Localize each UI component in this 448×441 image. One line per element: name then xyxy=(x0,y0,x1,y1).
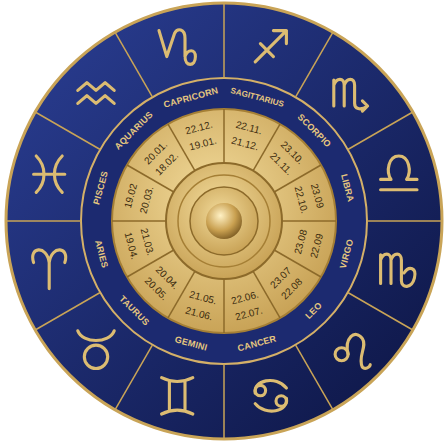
center-disc xyxy=(166,163,282,279)
libra-figure xyxy=(381,156,417,190)
sign-name: AQUARIUS xyxy=(113,110,154,151)
gemini-figure xyxy=(162,378,193,414)
date-label: 23.08 xyxy=(293,228,309,255)
sign-name: GEMINI xyxy=(174,335,208,352)
taurus-figure xyxy=(78,331,114,369)
outer-ring xyxy=(6,3,442,439)
date-label: 19.01. xyxy=(189,135,218,152)
leo-figure xyxy=(335,334,370,368)
cancer-figure xyxy=(255,380,287,411)
date-label: 23.09 xyxy=(309,183,325,210)
date-label: 21.05. xyxy=(189,290,218,307)
sagittarius-figure xyxy=(255,31,286,62)
sign-name: CAPRICORN xyxy=(163,87,220,110)
date-label: 21.12. xyxy=(230,135,259,152)
date-ring xyxy=(112,109,336,333)
date-label: 21.03. xyxy=(138,227,155,256)
capricorn-figure xyxy=(159,30,195,65)
date-label: 22.12. xyxy=(184,120,213,137)
date-label: 19.02 xyxy=(123,183,139,210)
sign-name: TAURUS xyxy=(118,294,151,327)
pisces-figure xyxy=(34,156,65,192)
sign-name: PISCES xyxy=(93,170,111,205)
date-label: 19.04. xyxy=(123,231,140,260)
date-label: 20.03. xyxy=(138,186,155,215)
date-label: 21.06. xyxy=(184,305,213,322)
aries-figure xyxy=(33,250,66,289)
aquarius-figure xyxy=(78,83,114,104)
sign-name: ARIES xyxy=(93,239,109,269)
sign-name: LIBRA xyxy=(339,173,355,203)
date-label: 22.11. xyxy=(234,120,263,137)
sign-name: VIRGO xyxy=(338,238,354,269)
sign-name: SAGITTARIUS xyxy=(229,87,284,109)
sign-name: SCORPIO xyxy=(295,113,332,150)
center-ring xyxy=(190,187,258,255)
scorpio-figure xyxy=(334,79,368,111)
date-label: 22.06. xyxy=(230,290,259,307)
sign-name: CANCER xyxy=(237,334,278,353)
center-ring xyxy=(178,175,270,267)
virgo-figure xyxy=(381,254,415,286)
center-sphere xyxy=(206,203,242,239)
date-label: 22.07. xyxy=(234,305,263,322)
sign-name: LEO xyxy=(304,301,324,321)
name-ring xyxy=(81,78,367,364)
date-label: 22.10. xyxy=(293,186,310,215)
sector-dividers xyxy=(6,3,442,439)
date-label: 22.09 xyxy=(309,232,325,259)
